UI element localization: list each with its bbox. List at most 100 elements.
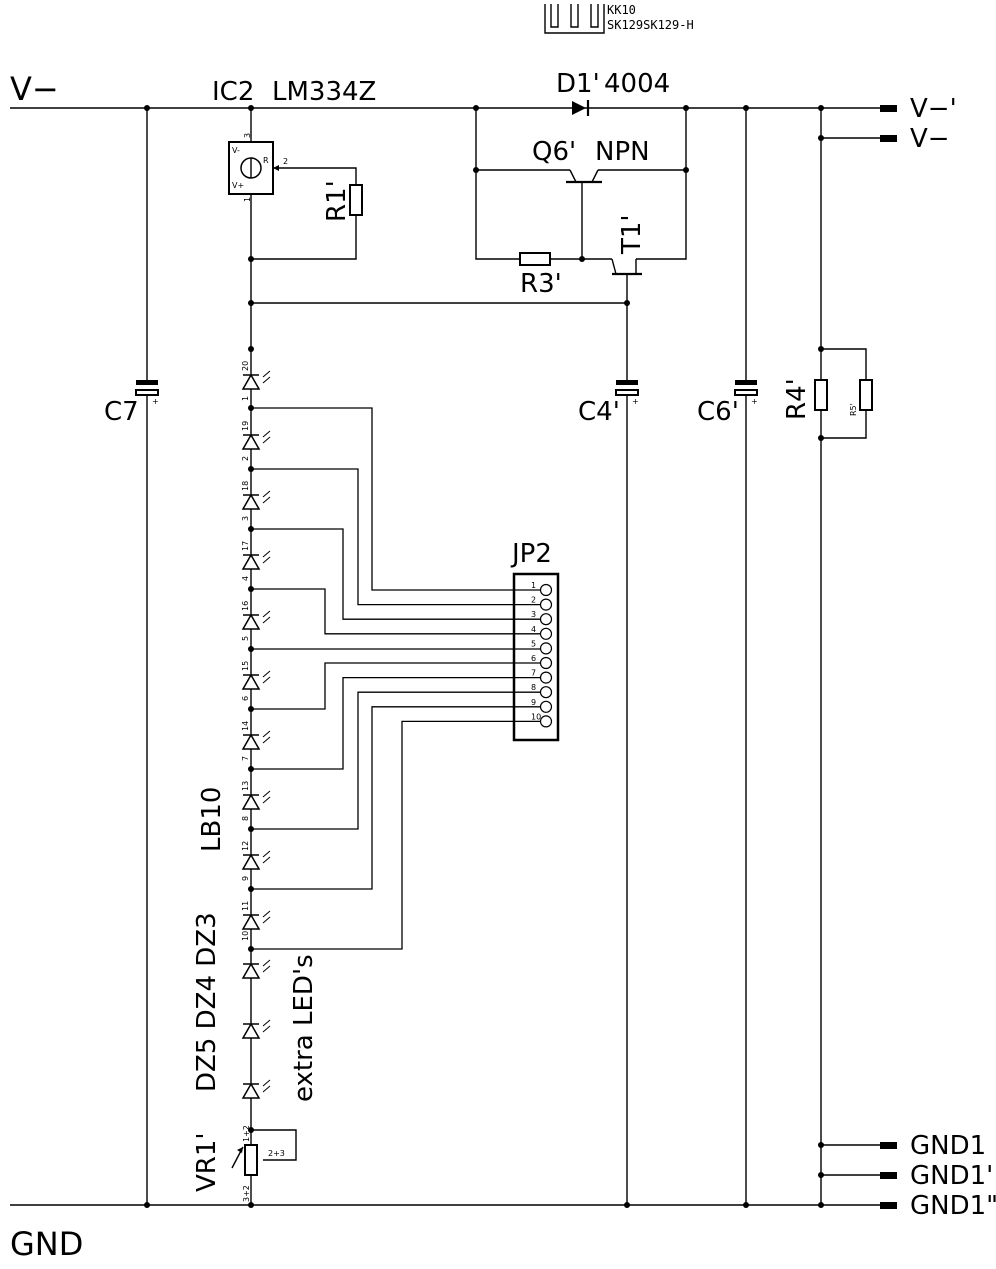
led-pin-top: 15 [241,661,250,671]
vminus-label: V− [10,70,59,108]
junction-dot [248,1127,254,1133]
connector-vminus-prime: V−' [910,94,957,124]
junction-dot [473,105,479,111]
r3-label: R3' [520,269,562,299]
jp2-wire-10 [251,720,540,950]
d1-label: D1' [556,69,600,99]
jp2-wire-2 [251,468,540,606]
potentiometer-vr1: VR1' 2+3 1+2 3+2 [192,1125,297,1205]
c6-label: C6' [697,397,739,427]
junction-dot [818,135,824,141]
jp2-pin-1 [539,583,553,597]
c4-label: C4' [578,397,620,427]
junction-dot [579,256,585,262]
led-pin-bottom: 8 [241,816,250,821]
vr1-label: VR1' [192,1132,222,1192]
jp2-pin-label: 6 [531,654,536,663]
junction-dot [248,826,254,832]
t1-label: T1' [617,214,647,255]
gnd-label: GND [10,1225,83,1263]
led-pin-bottom: 6 [241,696,250,701]
junction-dot [144,1202,150,1208]
led-pin-bottom: 4 [241,576,250,581]
led-pin-top: 16 [241,601,250,611]
extra-led-2 [241,1019,271,1039]
jp2-wire-3 [251,528,540,620]
r4-label: R4' [782,378,812,420]
junction-dot [248,706,254,712]
jp2-wire-8 [251,691,540,830]
power-rails: V− GND [10,70,885,1263]
junction-dot [248,646,254,652]
extra-led-3 [241,1079,271,1099]
jp2-pin-label: 8 [531,683,536,692]
junction-dot [248,405,254,411]
c4-plus: + [632,397,639,406]
junction-dot [818,1202,824,1208]
led-pin-bottom: 7 [241,756,250,761]
r5-label: R5' [849,403,858,416]
junction-dot [818,346,824,352]
jp2-pin-8 [539,686,553,699]
q6-label: Q6' [532,137,576,167]
led-pin-top: 17 [241,541,250,551]
led-5 [241,610,271,630]
jp2-pin-10 [539,715,553,728]
led-2 [241,430,271,450]
led-pin-top: 20 [241,361,250,371]
lb10-label: LB10 [197,787,227,852]
capacitor-c4: C4' + [578,380,639,1205]
jp2-wire-4 [251,588,540,635]
ic2-label: IC2 [212,77,254,107]
jp2-wire-1 [251,407,540,591]
jp2-pin-label: 9 [531,698,536,707]
q6-type: NPN [595,137,650,167]
jp2-pin-9 [539,700,553,713]
c7-plus: + [152,397,159,406]
connector-gnd1-dprime: GND1" [910,1191,996,1221]
junction-dot [743,105,749,111]
led-pin-bottom: 3 [241,516,250,521]
jp2-pin-label: 10 [531,712,541,721]
junction-dot [683,105,689,111]
jp2-pin-label: 7 [531,669,536,678]
led-pin-bottom: 5 [241,636,250,641]
jp2-pin-6 [539,656,553,670]
ic2-pin3: 3 [243,133,252,138]
c6-plus: + [751,397,758,406]
led-10 [241,910,271,930]
connector-vminus: V− [910,124,950,154]
vr1-pin23: 2+3 [268,1149,285,1158]
r1-label: R1' [322,180,352,222]
extra-led-1 [241,959,271,979]
led-pin-bottom: 2 [241,456,250,461]
led-6 [241,670,271,690]
junction-dot [624,1202,630,1208]
led-pin-top: 12 [241,841,250,851]
junction-dot [248,466,254,472]
led-pin-top: 11 [241,901,250,911]
led-pin-top: 18 [241,481,250,491]
transistor-cluster: Q6' NPN R3' T1' [251,108,687,380]
junction-dot [248,300,254,306]
extra-leds [241,959,271,1099]
led-pin-top: 14 [241,721,250,731]
led-pin-bottom: 10 [241,931,250,941]
resistor-r1: R1' [251,180,363,260]
heatsink-label-2: SK129SK129-H [607,18,694,32]
jp2-label: JP2 [510,539,552,569]
led-7 [241,730,271,750]
junction-dot [248,526,254,532]
junction-dot [248,766,254,772]
diode-d1: D1' 4004 [556,69,670,116]
jp2-wire-7 [251,676,540,770]
led-1 [241,370,271,390]
junction-dot [818,105,824,111]
ic2-current-source: IC2 LM334Z V- V+ R 3 1 2 [212,77,376,1150]
junction-dot [473,167,479,173]
jp2-pin-7 [539,671,553,684]
junction-dot [248,1202,254,1208]
led-3 [241,490,271,510]
